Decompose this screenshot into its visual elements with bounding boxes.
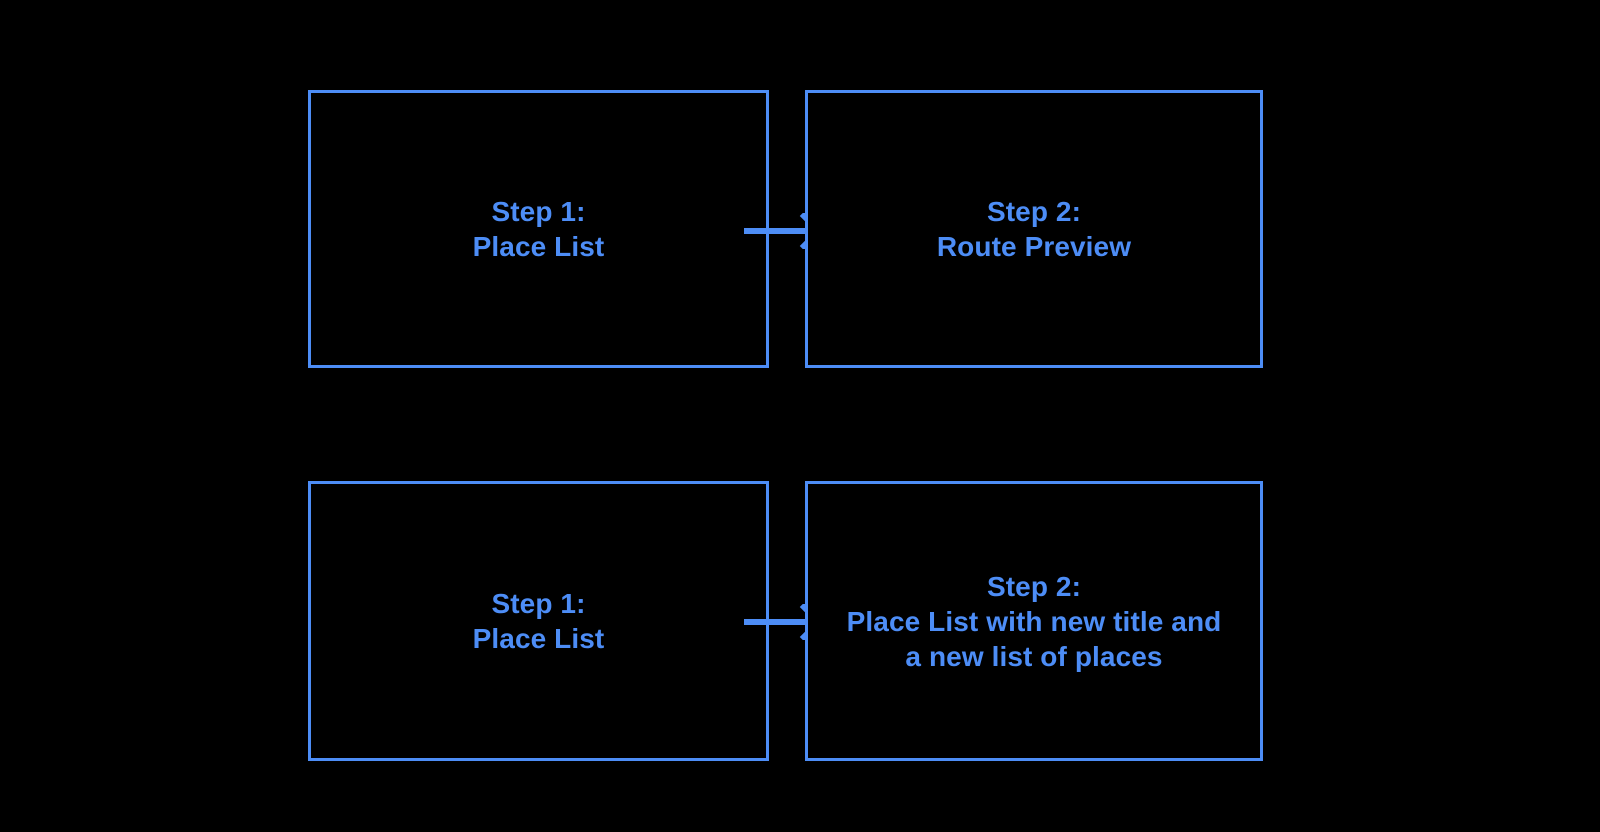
step-box-label: Step 2: Route Preview bbox=[936, 196, 1132, 262]
flow-row-new-place-list: Step 1: Place List Step 2: Place List wi… bbox=[0, 391, 1600, 832]
step-box-1-place-list[interactable]: Step 1: Place List bbox=[308, 90, 769, 368]
step-box-1-place-list[interactable]: Step 1: Place List bbox=[308, 481, 769, 761]
step-box-label: Step 1: Place List bbox=[472, 588, 605, 654]
step-box-label: Step 2: Place List with new title and a … bbox=[846, 570, 1222, 672]
step-box-2-new-place-list[interactable]: Step 2: Place List with new title and a … bbox=[805, 481, 1263, 761]
step-box-2-route-preview[interactable]: Step 2: Route Preview bbox=[805, 90, 1263, 368]
step-box-label: Step 1: Place List bbox=[472, 196, 605, 262]
flow-row-route-preview: Step 1: Place List Step 2: Route Preview bbox=[308, 90, 1263, 368]
